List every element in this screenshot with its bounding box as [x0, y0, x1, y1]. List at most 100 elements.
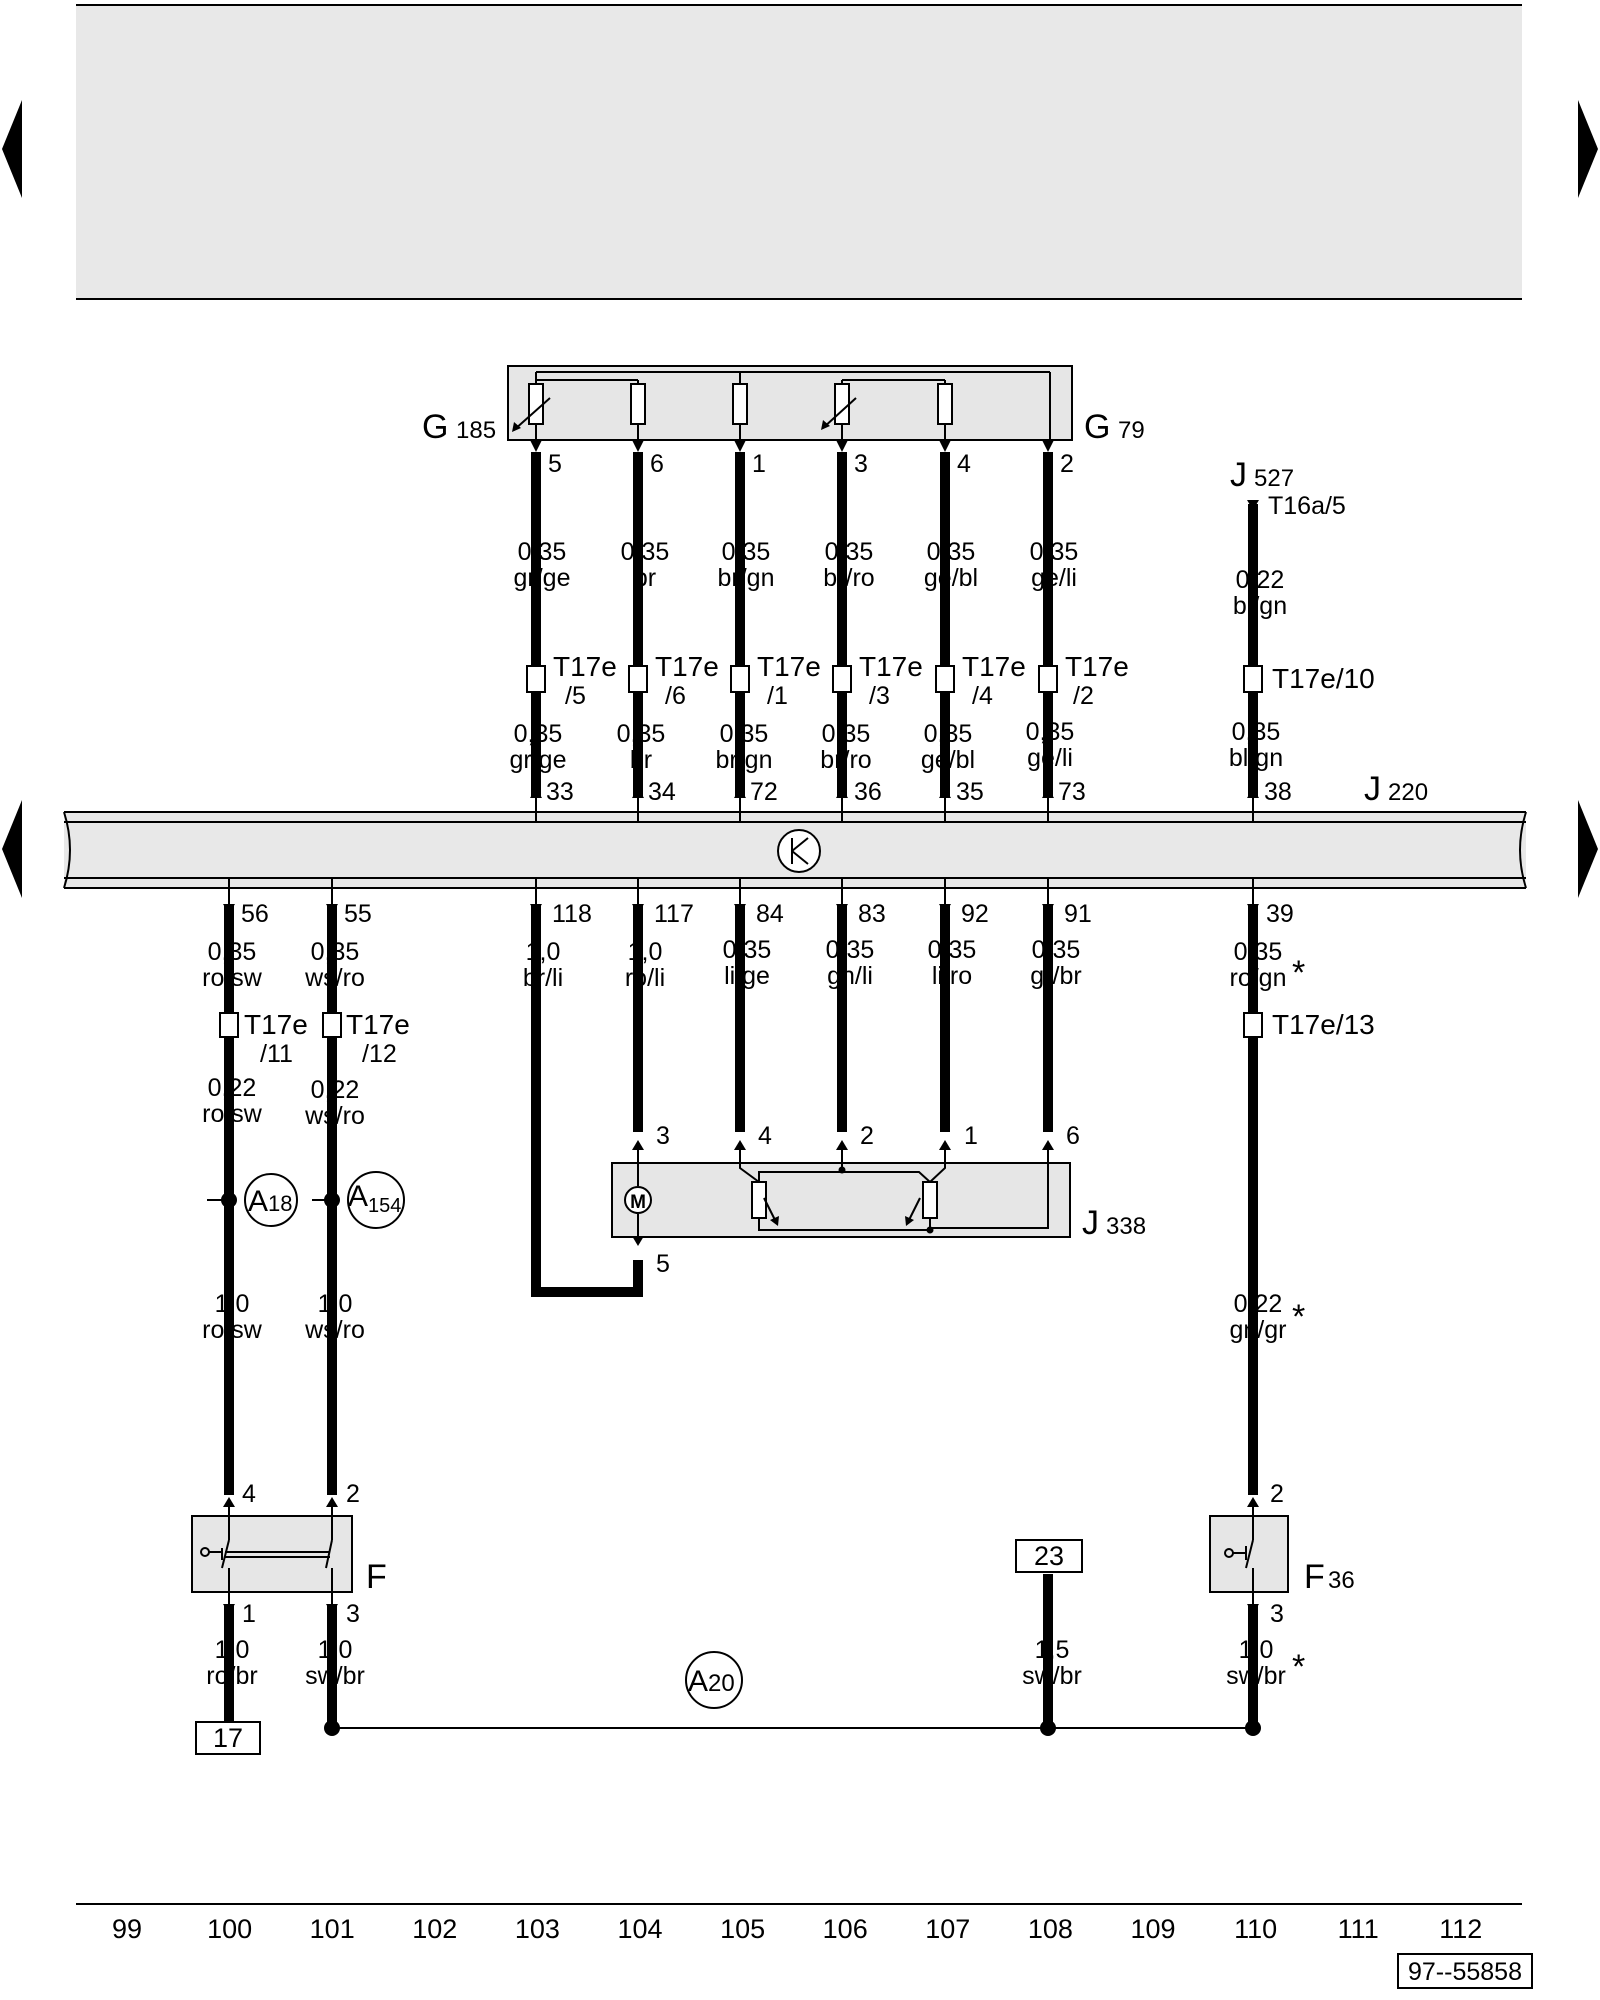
- column-number: 111: [1338, 1914, 1379, 1944]
- scroll-right-arrow-icon[interactable]: [1578, 800, 1598, 898]
- wire-gauge: 0,35: [208, 938, 257, 966]
- column-number: 110: [1234, 1914, 1277, 1944]
- wire-gauge: 0,35: [825, 538, 874, 566]
- wire-gauge: 1,5: [1035, 1636, 1070, 1664]
- connector-t17e: T17e: [1065, 651, 1129, 682]
- upper-pin-arrows: [530, 440, 1259, 798]
- wire-color: ro/sw: [202, 1316, 263, 1344]
- j220-letter: J: [1364, 770, 1381, 808]
- j220-number: 220: [1388, 779, 1428, 806]
- connector-t17e-10: T17e/10: [1272, 663, 1375, 694]
- wire-color: ro/sw: [202, 964, 263, 992]
- g79-pin-3: 3: [854, 450, 868, 478]
- ref-box-23[interactable]: [1015, 1539, 1083, 1573]
- wire-gauge: 1,0: [215, 1636, 250, 1664]
- column-number: 107: [925, 1914, 970, 1944]
- wire-gauge: 0,35: [518, 538, 567, 566]
- switch-f-pin-2: 2: [346, 1480, 360, 1508]
- connector-t17e-13: T17e/13: [1272, 1009, 1375, 1040]
- wire-color: ws/ro: [304, 1316, 365, 1344]
- ref-box-17[interactable]: [195, 1721, 261, 1755]
- wire-color: br/gn: [718, 564, 775, 592]
- junction-a18: A 18: [207, 1173, 298, 1227]
- j220-pin-92: 92: [961, 900, 989, 928]
- connector-t17e: T17e: [962, 651, 1026, 682]
- column-number: 105: [720, 1914, 765, 1944]
- ground-junction-dot: [324, 1720, 340, 1736]
- wire-color: br: [634, 564, 656, 592]
- switch-f36-pin-2: 2: [1270, 1480, 1284, 1508]
- g79-number: 79: [1118, 417, 1145, 444]
- g185-pin-6: 6: [650, 450, 664, 478]
- upper-wire-lines: [531, 452, 1258, 798]
- wire-color: sw/br: [1226, 1662, 1286, 1690]
- wire-color: ro/gn: [1230, 964, 1287, 992]
- connector-pin: /5: [565, 682, 586, 710]
- g185-number: 185: [456, 417, 496, 444]
- column-number: 108: [1028, 1914, 1073, 1944]
- j220-pin-56: 56: [241, 900, 269, 928]
- ground-junction-a20: A 20: [685, 1651, 743, 1709]
- j527-number: 527: [1254, 465, 1294, 492]
- wire-gauge: 1,0: [318, 1636, 353, 1664]
- switch-f36-letter: F: [1304, 1558, 1325, 1596]
- ground-junction-dot: [1040, 1720, 1056, 1736]
- j220-pin-91: 91: [1064, 900, 1092, 928]
- svg-text:20: 20: [708, 1670, 735, 1697]
- connector-t17e: T17e: [244, 1009, 308, 1040]
- lower-wire-lines: [224, 904, 1258, 1728]
- wire-color: br: [630, 746, 652, 774]
- j220-pin-83: 83: [858, 900, 886, 928]
- switch-f-letter: F: [366, 1558, 387, 1596]
- column-number: 100: [207, 1914, 252, 1944]
- j220-pin-36: 36: [854, 778, 882, 806]
- j338-letter: J: [1082, 1204, 1099, 1242]
- motor-pin-3: 3: [656, 1122, 670, 1150]
- j220-pin-117: 117: [654, 900, 694, 928]
- wire-gauge: 0,35: [1232, 718, 1281, 746]
- motor-icon: M: [624, 1186, 652, 1214]
- wire-gauge: 0,22: [208, 1074, 257, 1102]
- wire-gauge: 0,35: [822, 720, 871, 748]
- prev-page-arrow-icon[interactable]: [2, 100, 22, 198]
- wire-color: ro/br: [206, 1662, 257, 1690]
- connector-pin: /12: [362, 1040, 397, 1068]
- j220-pin-35: 35: [956, 778, 984, 806]
- connector-pin: /4: [972, 682, 993, 710]
- wire-color: gr/ge: [510, 746, 567, 774]
- wire-gauge: 0,22: [1236, 566, 1285, 594]
- svg-text:M: M: [630, 1192, 646, 1213]
- column-number: 104: [617, 1914, 662, 1944]
- wire-color: sw/br: [305, 1662, 365, 1690]
- switch-f36: [1209, 1507, 1289, 1604]
- motor-pin-5: 5: [656, 1250, 670, 1278]
- connector-t17e: T17e: [655, 651, 719, 682]
- j220-control-unit: [63, 798, 1527, 904]
- g79-pin-2: 2: [1060, 450, 1074, 478]
- column-number: 103: [515, 1914, 560, 1944]
- wire-color: li/ro: [932, 962, 972, 990]
- wire-gauge: 0,35: [621, 538, 670, 566]
- wire-color: bl/gn: [1233, 592, 1287, 620]
- scroll-left-arrow-icon[interactable]: [2, 800, 22, 898]
- page-ref-box: [1397, 1953, 1533, 1989]
- g185-letter: G: [422, 408, 448, 446]
- column-number: 99: [112, 1914, 142, 1944]
- junction-number: 18: [268, 1191, 292, 1216]
- column-number: 109: [1130, 1914, 1175, 1944]
- connector-pin: /6: [665, 682, 686, 710]
- wire-gauge: 1,0: [526, 938, 561, 966]
- g79-pin-1: 1: [752, 450, 766, 478]
- wire-gauge: 0,35: [723, 936, 772, 964]
- wire-gauge: 0,35: [1234, 938, 1283, 966]
- wire-gauge: 0,35: [722, 538, 771, 566]
- ref-box-17-label: 17: [213, 1723, 243, 1753]
- next-page-arrow-icon[interactable]: [1578, 100, 1598, 198]
- wire-gauge: 0,35: [924, 720, 973, 748]
- motor-pin-4: 4: [758, 1122, 772, 1150]
- junction-letter: A: [348, 1180, 368, 1213]
- wire-color: gn/gr: [1230, 1316, 1287, 1344]
- ecu-transistor-icon: [777, 829, 821, 873]
